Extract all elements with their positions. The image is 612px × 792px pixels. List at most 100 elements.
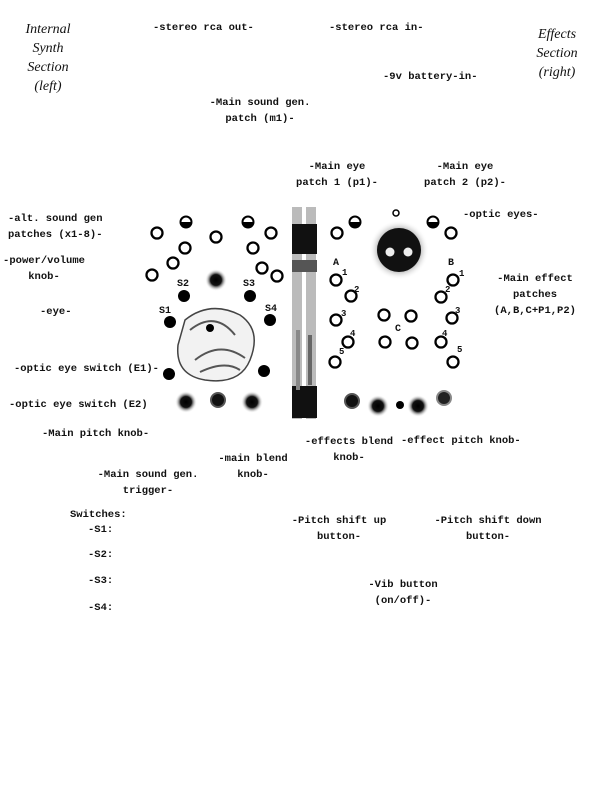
patch-jack[interactable] [344,289,358,303]
effect-pitch-knob[interactable] [407,395,429,417]
blend-knob-label: -main blend knob- [218,451,287,483]
line: patch (m1)- [225,113,295,125]
optic-eyes-label: -optic eyes- [463,209,539,221]
pitch-shift-up-button[interactable] [344,393,360,409]
patch-jack[interactable] [329,273,343,287]
effect-pitch-label: -effect pitch knob- [401,435,521,447]
line: knob- [333,452,365,464]
line: -Main eye [436,161,494,173]
line: knob- [237,469,269,481]
patch-jack[interactable] [377,308,391,322]
switch-s3[interactable] [244,290,256,302]
switch-label-s2: S2 [177,279,189,290]
line: -Pitch shift up [291,515,387,527]
title-line: Synth [32,41,64,56]
patch-group-b: B [448,258,454,269]
switch-s2[interactable] [178,290,190,302]
pitch-up-label: -Pitch shift up button- [292,513,387,545]
line: patches [512,289,558,301]
power-knob[interactable] [205,269,227,291]
patch-jack[interactable] [166,256,180,270]
effects-section-title: Effects Section (right) [536,25,577,82]
main-pitch-knob[interactable] [175,391,197,413]
switch-label-s4: S4 [265,304,277,315]
internal-synth-section-title: Internal Synth Section (left) [25,20,70,96]
patch-number: 1 [459,269,465,279]
jack-icon [179,209,440,229]
vib-button[interactable] [396,401,404,409]
battery-label: -9v battery-in- [383,71,478,83]
eye-icon [177,307,255,382]
eye-patch-2-label: -Main eye patch 2 (p2)- [424,159,506,191]
line: button- [316,531,362,543]
patch-jack[interactable] [434,335,448,349]
line: -power/volume [3,255,85,267]
switches-title: Switches: [70,509,127,521]
patch-jack[interactable] [150,226,164,240]
patch-jack[interactable] [378,335,392,349]
patch-jack[interactable] [446,273,460,287]
patch-jack[interactable] [145,268,159,282]
switch-s4[interactable] [264,314,276,326]
switch-s1-label: -S1: [88,524,114,536]
patch-jack[interactable] [405,336,419,350]
patch-jack[interactable] [246,241,260,255]
optic-eye-switch-e1b[interactable] [258,365,270,377]
optic-eye-switch-e1[interactable] [163,368,175,380]
title-line: Section [536,46,578,61]
pitch-knob-label: -Main pitch knob- [42,428,150,440]
patch-jack[interactable] [178,241,192,255]
line: -alt. sound gen [8,213,103,225]
line: patch 1 (p1)- [296,177,378,189]
patch-jack[interactable] [270,269,284,283]
switch-s3-label: -S3: [88,575,114,587]
patch-group-a: A [333,258,339,269]
patch-jack[interactable] [404,309,418,323]
patch-jack[interactable] [445,311,459,325]
switch-s1[interactable] [164,316,176,328]
line: -Main sound gen. [209,97,311,109]
switch-label-s3: S3 [243,279,255,290]
pitch-down-label: -Pitch shift down button- [434,513,541,545]
patch-number: 5 [457,345,462,355]
patch-jack[interactable] [330,226,344,240]
patch-jack[interactable] [255,261,269,275]
line: -Main eye [308,161,366,173]
line: -main blend [218,453,288,465]
pitch-shift-down-button[interactable] [436,390,452,406]
main-sound-gen-trigger[interactable] [210,392,226,408]
eye-label: -eye- [40,306,72,318]
line: (A,B,C+P1,P2) [494,305,576,317]
patch-number: 4 [442,329,448,339]
line: button- [465,531,511,543]
patch-jack[interactable] [446,355,460,369]
optic-eye-icon [369,220,429,280]
line: (on/off)- [374,595,432,607]
line: -Vib button [368,579,438,591]
line: patches (x1-8)- [8,229,103,241]
patch-jack[interactable] [434,290,448,304]
title-line: (left) [34,79,62,94]
alt-patches-label: -alt. sound gen patches (x1-8)- [8,211,103,243]
patch-jack[interactable] [328,355,342,369]
patch-number: 3 [455,306,460,316]
vib-label: -Vib button (on/off)- [368,577,437,609]
patch-jack[interactable] [329,313,343,327]
main-blend-knob[interactable] [241,391,263,413]
patch-jack[interactable] [341,335,355,349]
patch-jack[interactable] [264,226,278,240]
title-line: Effects [537,27,577,42]
patch-number: 5 [339,347,344,357]
effects-blend-knob[interactable] [367,395,389,417]
patch-jack[interactable] [209,230,223,244]
title-line: (right) [538,65,576,80]
patch-jack[interactable] [444,226,458,240]
eye-patch-1-label: -Main eye patch 1 (p1)- [296,159,378,191]
line: -Pitch shift down [434,515,542,527]
center-strip [292,207,317,419]
line: patch 2 (p2)- [424,177,506,189]
patch-number: 4 [350,329,356,339]
